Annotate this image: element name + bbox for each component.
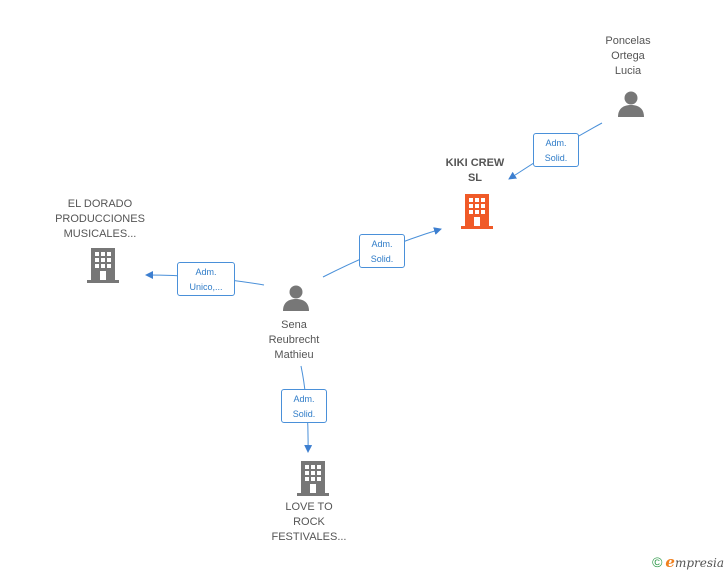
edge-label-sena-eldorado[interactable]: Adm. Unico,... <box>177 262 235 296</box>
building-icon[interactable] <box>460 193 494 229</box>
footer-brand: © empresia <box>652 553 724 571</box>
building-icon[interactable] <box>86 247 120 283</box>
edge-label-sena-kiki[interactable]: Adm. Solid. <box>359 234 405 268</box>
building-icon[interactable] <box>296 460 330 496</box>
node-label-eldorado: EL DORADO PRODUCCIONES MUSICALES... <box>55 198 145 240</box>
node-label-sena: Sena Reubrecht Mathieu <box>268 319 320 361</box>
brand-logo: empresia <box>665 553 724 571</box>
node-label-lovetorock: LOVE TO ROCK FESTIVALES... <box>271 501 347 543</box>
person-icon[interactable] <box>281 283 311 313</box>
node-label-kiki: KIKI CREW SL <box>445 157 505 184</box>
copyright-symbol: © <box>652 554 663 570</box>
person-icon[interactable] <box>616 89 646 119</box>
edge-label-sena-lovetorock[interactable]: Adm. Solid. <box>281 389 327 423</box>
node-label-poncelas: Poncelas Ortega Lucia <box>605 35 651 77</box>
edge-label-poncelas-kiki[interactable]: Adm. Solid. <box>533 133 579 167</box>
